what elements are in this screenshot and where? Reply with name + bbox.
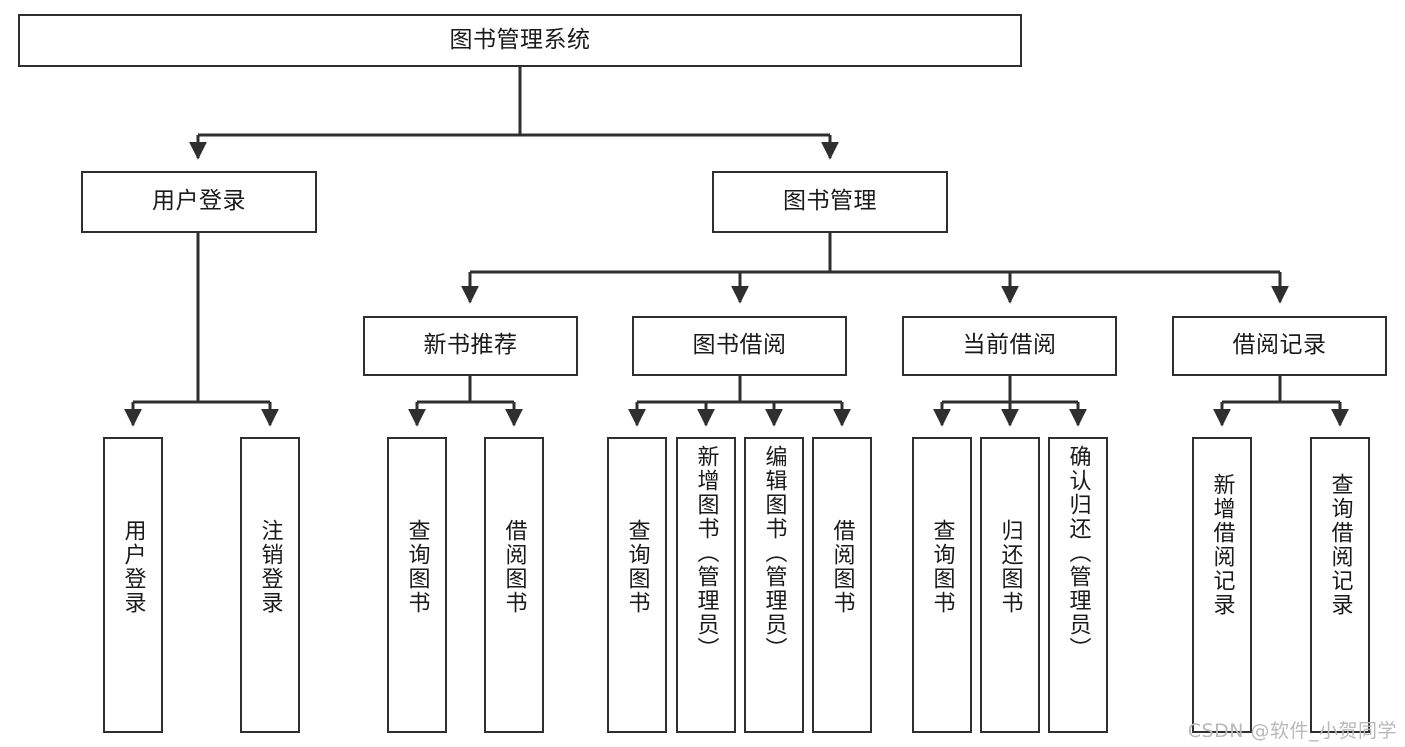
watermark-text: CSDN @软件_小贺同学 [1187, 720, 1397, 742]
leaf-query-book-2-label: 查询图书 [624, 519, 650, 615]
leaf-query-book-3[interactable]: 查询图书 [912, 437, 972, 733]
leaf-borrow-book-2[interactable]: 借阅图书 [812, 437, 872, 733]
node-current-borrow[interactable]: 当前借阅 [902, 316, 1117, 376]
node-user-login[interactable]: 用户登录 [81, 171, 317, 233]
node-new-book-recommend-label: 新书推荐 [423, 332, 518, 359]
leaf-logout-label: 注销登录 [257, 519, 283, 615]
node-root-label: 图书管理系统 [449, 26, 591, 53]
node-new-book-recommend[interactable]: 新书推荐 [363, 316, 578, 376]
leaf-query-book-1-label: 查询图书 [404, 519, 430, 615]
leaf-edit-book-label: 编辑图书（管理员） [761, 445, 787, 661]
leaf-confirm-return[interactable]: 确认归还（管理员） [1048, 437, 1108, 733]
leaf-add-record-label: 新增借阅记录 [1209, 473, 1235, 617]
leaf-edit-book[interactable]: 编辑图书（管理员） [744, 437, 804, 733]
leaf-borrow-book-2-label: 借阅图书 [829, 519, 855, 615]
node-book-borrow[interactable]: 图书借阅 [632, 316, 847, 376]
leaf-borrow-book-1[interactable]: 借阅图书 [484, 437, 544, 733]
node-user-login-label: 用户登录 [152, 188, 246, 215]
leaf-confirm-return-label: 确认归还（管理员） [1065, 445, 1091, 661]
leaf-query-book-2[interactable]: 查询图书 [607, 437, 667, 733]
leaf-add-book-label: 新增图书（管理员） [693, 445, 719, 661]
node-root[interactable]: 图书管理系统 [18, 14, 1022, 67]
node-current-borrow-label: 当前借阅 [962, 332, 1057, 359]
node-borrow-record[interactable]: 借阅记录 [1172, 316, 1387, 376]
leaf-return-book-label: 归还图书 [997, 519, 1023, 615]
leaf-query-book-1[interactable]: 查询图书 [387, 437, 447, 733]
node-book-manage-label: 图书管理 [783, 188, 877, 215]
leaf-borrow-book-1-label: 借阅图书 [501, 519, 527, 615]
leaf-add-book[interactable]: 新增图书（管理员） [676, 437, 736, 733]
node-borrow-record-label: 借阅记录 [1232, 332, 1327, 359]
leaf-logout[interactable]: 注销登录 [240, 437, 300, 733]
leaf-user-login-label: 用户登录 [120, 519, 146, 615]
leaf-query-book-3-label: 查询图书 [929, 519, 955, 615]
leaf-query-record-label: 查询借阅记录 [1327, 473, 1353, 617]
leaf-return-book[interactable]: 归还图书 [980, 437, 1040, 733]
node-book-borrow-label: 图书借阅 [692, 332, 787, 359]
leaf-query-record[interactable]: 查询借阅记录 [1310, 437, 1370, 733]
node-book-manage[interactable]: 图书管理 [712, 171, 948, 233]
leaf-add-record[interactable]: 新增借阅记录 [1192, 437, 1252, 733]
leaf-user-login[interactable]: 用户登录 [103, 437, 163, 733]
